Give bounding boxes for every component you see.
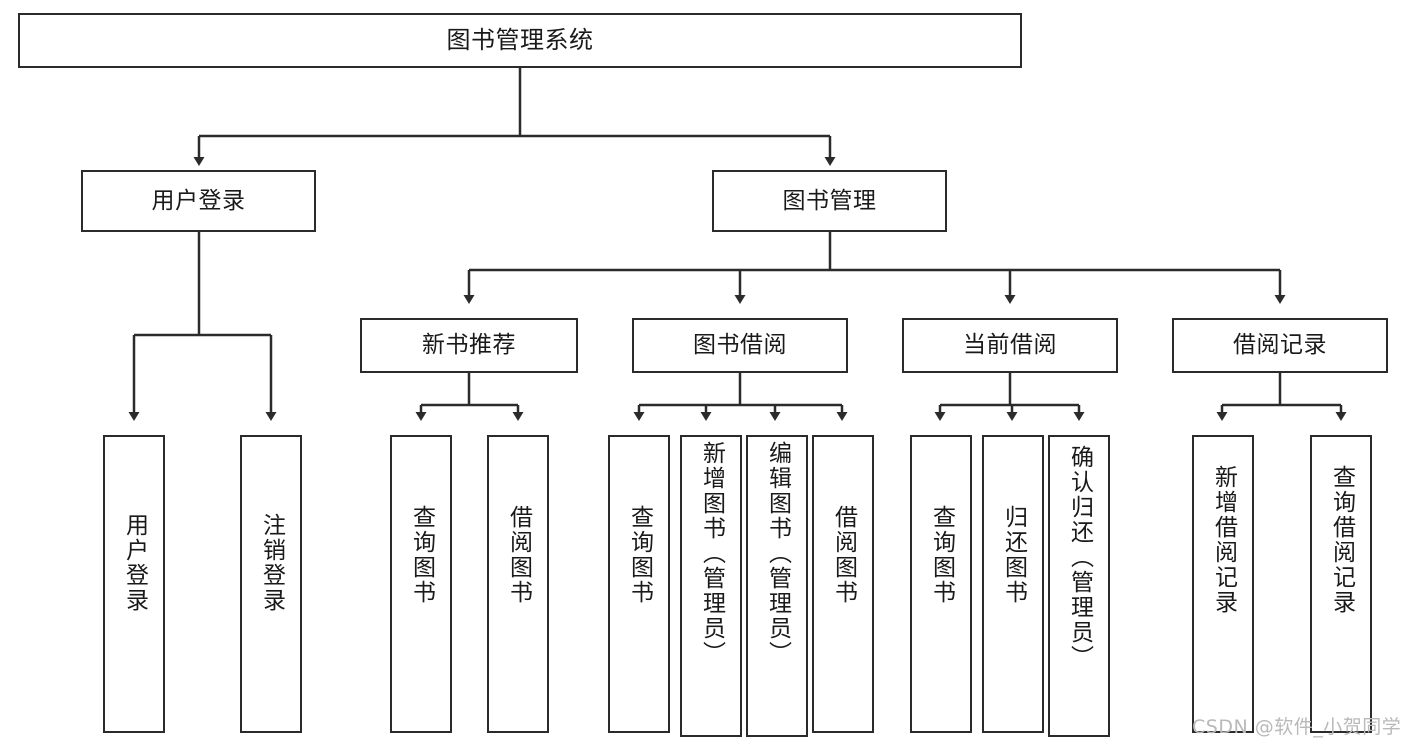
leaf-add-book-admin[interactable]: 新增图书（管理员） [680, 435, 742, 737]
leaf-query-book-newbook[interactable]: 查询图书 [390, 435, 452, 733]
node-borrow-record[interactable]: 借阅记录 [1172, 318, 1388, 373]
node-user-login[interactable]: 用户登录 [81, 170, 316, 232]
node-book-management[interactable]: 图书管理 [712, 170, 947, 232]
node-label: 借阅图书 [505, 505, 532, 605]
node-label: 图书管理系统 [446, 25, 594, 54]
node-label: 新书推荐 [422, 332, 516, 359]
node-label: 归还图书 [1000, 505, 1027, 605]
node-label: 借阅记录 [1233, 332, 1327, 359]
leaf-logout[interactable]: 注销登录 [240, 435, 302, 733]
node-label: 用户登录 [151, 187, 246, 214]
node-label: 图书管理 [782, 187, 877, 214]
node-label: 查询借阅记录 [1328, 465, 1355, 615]
leaf-user-login[interactable]: 用户登录 [103, 435, 165, 733]
leaf-query-book-current[interactable]: 查询图书 [910, 435, 972, 733]
node-label: 查询图书 [928, 505, 955, 605]
leaf-borrow-book-newbook[interactable]: 借阅图书 [487, 435, 549, 733]
node-label: 新增借阅记录 [1210, 465, 1237, 615]
leaf-edit-book-admin[interactable]: 编辑图书（管理员） [746, 435, 808, 737]
node-new-book-recommend[interactable]: 新书推荐 [360, 318, 578, 373]
leaf-add-borrow-record[interactable]: 新增借阅记录 [1192, 435, 1254, 733]
leaf-query-borrow-record[interactable]: 查询借阅记录 [1310, 435, 1372, 733]
node-label: 确认归还（管理员） [1066, 445, 1093, 670]
node-current-borrow[interactable]: 当前借阅 [902, 318, 1118, 373]
node-root-system[interactable]: 图书管理系统 [18, 13, 1022, 68]
leaf-return-book[interactable]: 归还图书 [982, 435, 1044, 733]
node-label: 用户登录 [121, 513, 148, 613]
node-label: 当前借阅 [963, 332, 1057, 359]
node-label: 借阅图书 [830, 505, 857, 605]
node-label: 图书借阅 [693, 332, 787, 359]
leaf-query-book-borrow[interactable]: 查询图书 [608, 435, 670, 733]
leaf-borrow-book[interactable]: 借阅图书 [812, 435, 874, 733]
node-label: 新增图书（管理员） [698, 441, 725, 666]
node-label: 注销登录 [258, 513, 285, 613]
node-label: 查询图书 [408, 505, 435, 605]
node-book-borrow[interactable]: 图书借阅 [632, 318, 848, 373]
node-label: 查询图书 [626, 505, 653, 605]
csdn-watermark: CSDN @软件_小贺同学 [1192, 716, 1402, 738]
node-label: 编辑图书（管理员） [764, 441, 791, 666]
leaf-confirm-return-admin[interactable]: 确认归还（管理员） [1048, 435, 1110, 737]
